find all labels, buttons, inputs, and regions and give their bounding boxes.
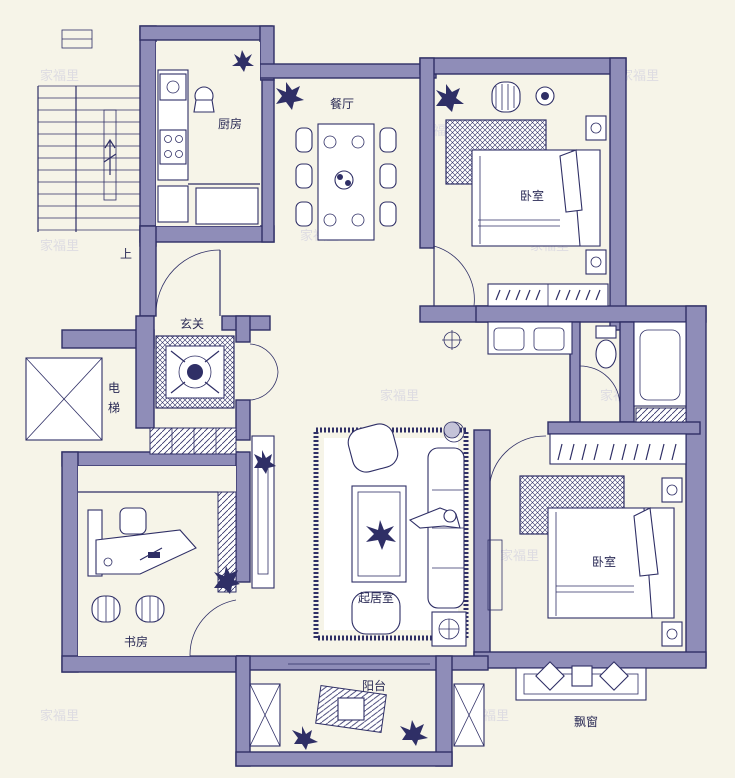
dining-area: 餐厅 — [276, 82, 397, 241]
watermark-4: 家福里 — [620, 68, 659, 84]
elevator-label-2: 梯 — [108, 401, 120, 415]
kitchen: 厨房 — [156, 42, 260, 226]
plant-icon — [436, 84, 464, 112]
living-room: 起居室 — [251, 330, 469, 647]
plant-icon — [276, 82, 304, 110]
elevator: 电 梯 — [25, 357, 120, 441]
watermark-1: 家福里 — [40, 68, 79, 84]
watermark-12: 家福里 — [500, 548, 539, 564]
study-label: 书房 — [124, 634, 148, 649]
walls — [61, 25, 707, 767]
study: 书房 — [78, 466, 240, 657]
watermark-13: 家福里 — [40, 708, 79, 724]
bay-window: 飘窗 — [515, 661, 647, 729]
staircase: 上 — [37, 29, 140, 261]
watermark-9: 家福里 — [380, 388, 419, 404]
elevator-label-1: 电 — [108, 381, 120, 395]
plant-icon — [214, 566, 240, 594]
entrance: 玄关 — [149, 249, 279, 455]
stairs-up-label: 上 — [120, 247, 132, 261]
entrance-label: 玄关 — [180, 316, 204, 331]
plant-icon — [400, 720, 428, 746]
watermark-5: 家福里 — [40, 238, 79, 254]
bedroom-top-label: 卧室 — [520, 188, 544, 203]
bathroom — [487, 321, 687, 423]
balcony-label: 阳台 — [362, 678, 386, 693]
bedroom-right: 卧室 — [487, 433, 687, 647]
balcony: 阳台 — [249, 663, 485, 750]
plant-icon — [254, 450, 276, 474]
bay-window-label: 飘窗 — [574, 715, 598, 729]
bedroom-right-label: 卧室 — [592, 554, 616, 569]
plant-icon — [232, 50, 254, 72]
plant-icon — [292, 726, 318, 750]
dining-label: 餐厅 — [330, 96, 354, 111]
kitchen-label: 厨房 — [218, 116, 242, 131]
living-label: 起居室 — [358, 590, 394, 605]
bedroom-top: 卧室 — [433, 81, 609, 307]
